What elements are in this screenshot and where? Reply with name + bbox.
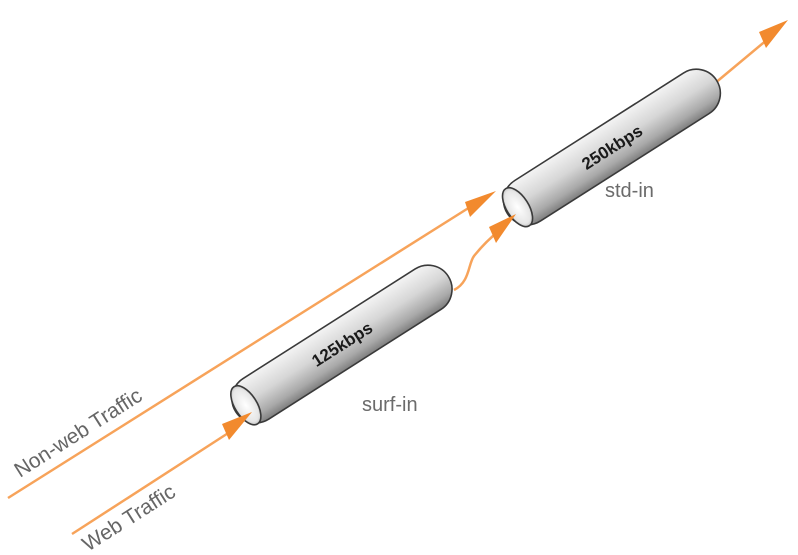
non-web-traffic-label: Non-web Traffic bbox=[10, 384, 146, 482]
connector-line bbox=[453, 229, 501, 292]
upper-pipe-name-label: std-in bbox=[605, 180, 654, 202]
non-web-arrowhead bbox=[465, 191, 496, 217]
lower-pipe: 125kbps bbox=[230, 264, 453, 426]
web-arrowhead bbox=[222, 412, 252, 440]
lower-pipe-opening bbox=[230, 384, 262, 426]
non-web-traffic-line bbox=[7, 200, 479, 500]
connector-arrowhead bbox=[489, 214, 516, 243]
upper-pipe-opening bbox=[501, 186, 534, 228]
upper-pipe: 250kbps bbox=[501, 68, 722, 228]
web-traffic-line bbox=[71, 426, 237, 536]
lower-pipe-name-label: surf-in bbox=[362, 394, 418, 416]
web-traffic-label: Web Traffic bbox=[78, 480, 179, 555]
output-arrowhead bbox=[759, 20, 788, 48]
